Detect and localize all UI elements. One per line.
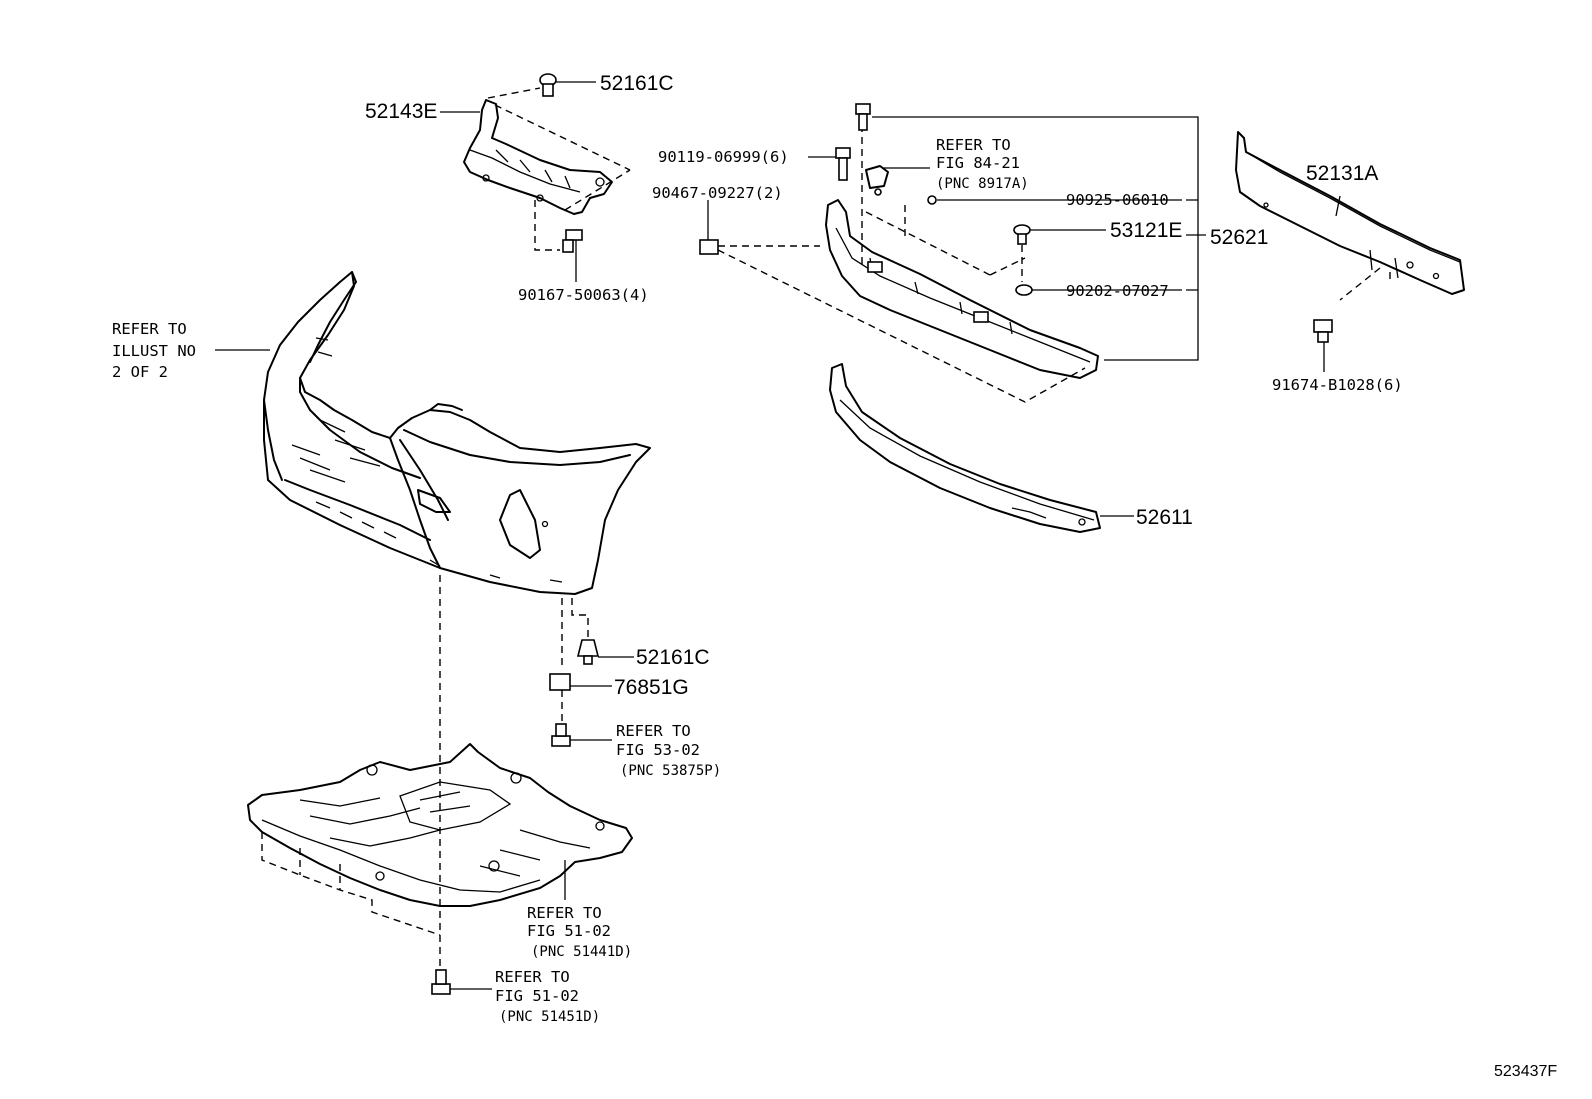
label-52143e: 52143E	[365, 100, 437, 123]
svg-text:(PNC 8917A): (PNC 8917A)	[936, 176, 1029, 192]
clip-52161c-top	[539, 73, 557, 97]
svg-text:FIG 53-02: FIG 53-02	[616, 741, 700, 759]
svg-text:REFER TO: REFER TO	[936, 136, 1011, 154]
ref-fig-51-02-bolt: REFER TO FIG 51-02 (PNC 51451D)	[495, 968, 600, 1025]
svg-text:FIG 51-02: FIG 51-02	[527, 922, 611, 940]
svg-text:REFER TO: REFER TO	[527, 904, 602, 922]
label-90202: 90202-07027	[1066, 282, 1169, 300]
label-52611: 52611	[1136, 506, 1193, 529]
ref-fig-53-02: REFER TO FIG 53-02 (PNC 53875P)	[616, 722, 721, 779]
label-53121e: 53121E	[1110, 219, 1182, 242]
absorber-52131a	[1235, 131, 1465, 295]
svg-text:(PNC 51451D): (PNC 51451D)	[499, 1009, 600, 1025]
svg-text:2 OF 2: 2 OF 2	[112, 363, 168, 381]
label-90119: 90119-06999(6)	[658, 148, 789, 166]
label-90467: 90467-09227(2)	[652, 184, 783, 202]
svg-text:REFER TO: REFER TO	[495, 968, 570, 986]
bolt-fig53	[551, 723, 571, 747]
label-76851g: 76851G	[614, 676, 689, 699]
clip-53121e	[1013, 224, 1031, 245]
svg-text:FIG 51-02: FIG 51-02	[495, 987, 579, 1005]
bolt-top-52621	[855, 103, 871, 131]
svg-text:(PNC 53875P): (PNC 53875P)	[620, 763, 721, 779]
clip-52161c-bottom	[576, 639, 600, 665]
ref-illust-2of2: REFER TO ILLUST NO 2 OF 2	[112, 320, 196, 381]
svg-text:REFER TO: REFER TO	[616, 722, 691, 740]
ref-fig-84-21: REFER TO FIG 84-21 (PNC 8917A)	[936, 136, 1029, 192]
bracket-52143e	[463, 99, 613, 215]
screw-90167	[562, 229, 583, 253]
figure-id: 523437F	[1494, 1063, 1557, 1080]
reinforcement-52621	[825, 199, 1099, 379]
svg-text:REFER TO: REFER TO	[112, 320, 187, 338]
label-52621: 52621	[1210, 226, 1268, 249]
label-52161c-bottom: 52161C	[636, 646, 710, 669]
sensor-bracket	[865, 165, 889, 196]
bolt-90119	[835, 147, 851, 181]
bolt-91674	[1313, 319, 1333, 343]
bumper-cover	[263, 271, 651, 595]
label-90925: 90925-06010	[1066, 191, 1169, 209]
svg-text:(PNC 51441D): (PNC 51441D)	[531, 944, 632, 960]
engine-under-cover	[247, 743, 633, 907]
svg-text:FIG 84-21: FIG 84-21	[936, 154, 1020, 172]
nut-76851g	[549, 673, 571, 691]
nut-90467	[699, 239, 719, 255]
ref-fig-51-02-cover: REFER TO FIG 51-02 (PNC 51441D)	[527, 904, 632, 960]
label-52131a: 52131A	[1306, 162, 1378, 185]
label-52161c-top: 52161C	[600, 72, 674, 95]
bolt-fig51	[431, 969, 451, 995]
label-90167: 90167-50063(4)	[518, 286, 649, 304]
support-52611	[829, 363, 1101, 533]
svg-text:ILLUST NO: ILLUST NO	[112, 342, 196, 360]
label-91674: 91674-B1028(6)	[1272, 376, 1403, 394]
